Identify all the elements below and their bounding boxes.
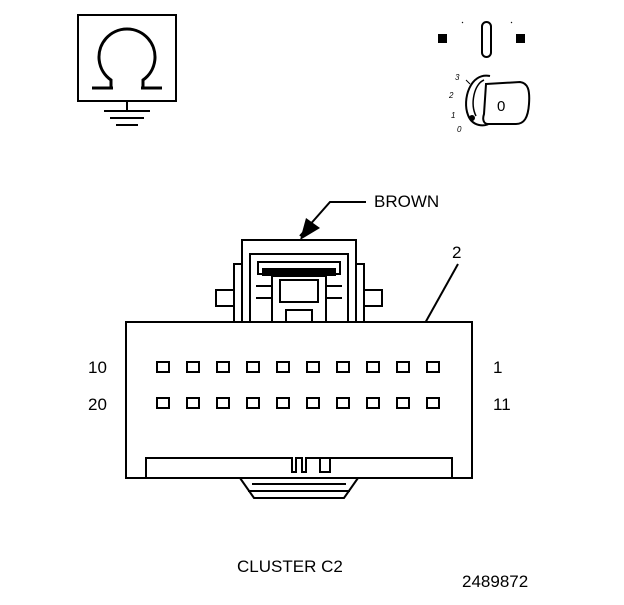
pin-cavity [396, 361, 410, 373]
pin-cavity [186, 397, 200, 409]
pin-cavity [276, 361, 290, 373]
pin-cavity [426, 361, 440, 373]
pin-cavity [186, 361, 200, 373]
pin-callout-label: 2 [452, 243, 461, 262]
row2-right-label: 11 [493, 395, 511, 414]
pin-cavity [396, 397, 410, 409]
pin-cavity [156, 397, 170, 409]
pin-cavity [366, 361, 380, 373]
ignition-key-icon [438, 21, 531, 127]
pin-cavity [246, 361, 260, 373]
pin-cavity [306, 361, 320, 373]
pin-cavity [306, 397, 320, 409]
figure-number: 2489872 [462, 572, 528, 591]
pin-cavity [156, 361, 170, 373]
pin-cavity [276, 397, 290, 409]
connector-latch [215, 239, 383, 323]
pin-cavity [366, 397, 380, 409]
pin-cavity [246, 397, 260, 409]
pin-cavity [336, 361, 350, 373]
row1-right-label: 1 [493, 358, 502, 377]
connector-caption: CLUSTER C2 [237, 557, 343, 576]
pin-cavity [216, 361, 230, 373]
pin-row-2 [156, 397, 440, 409]
pin-row-1 [156, 361, 440, 373]
ignition-position-2: 2 [448, 91, 454, 100]
ohmmeter-icon [77, 14, 177, 126]
color-callout-leader [299, 201, 366, 240]
pin-cavity [216, 397, 230, 409]
row1-left-label: 10 [88, 358, 107, 377]
ignition-position-0: 0 [457, 125, 462, 134]
connector-body [125, 321, 473, 499]
color-callout-label: BROWN [374, 192, 439, 211]
row2-left-label: 20 [88, 395, 107, 414]
pin-cavity [426, 397, 440, 409]
ignition-position-3: 3 [455, 73, 460, 82]
ignition-position-1: 1 [451, 111, 455, 120]
key-label: 0 [497, 98, 505, 115]
pin-cavity [336, 397, 350, 409]
